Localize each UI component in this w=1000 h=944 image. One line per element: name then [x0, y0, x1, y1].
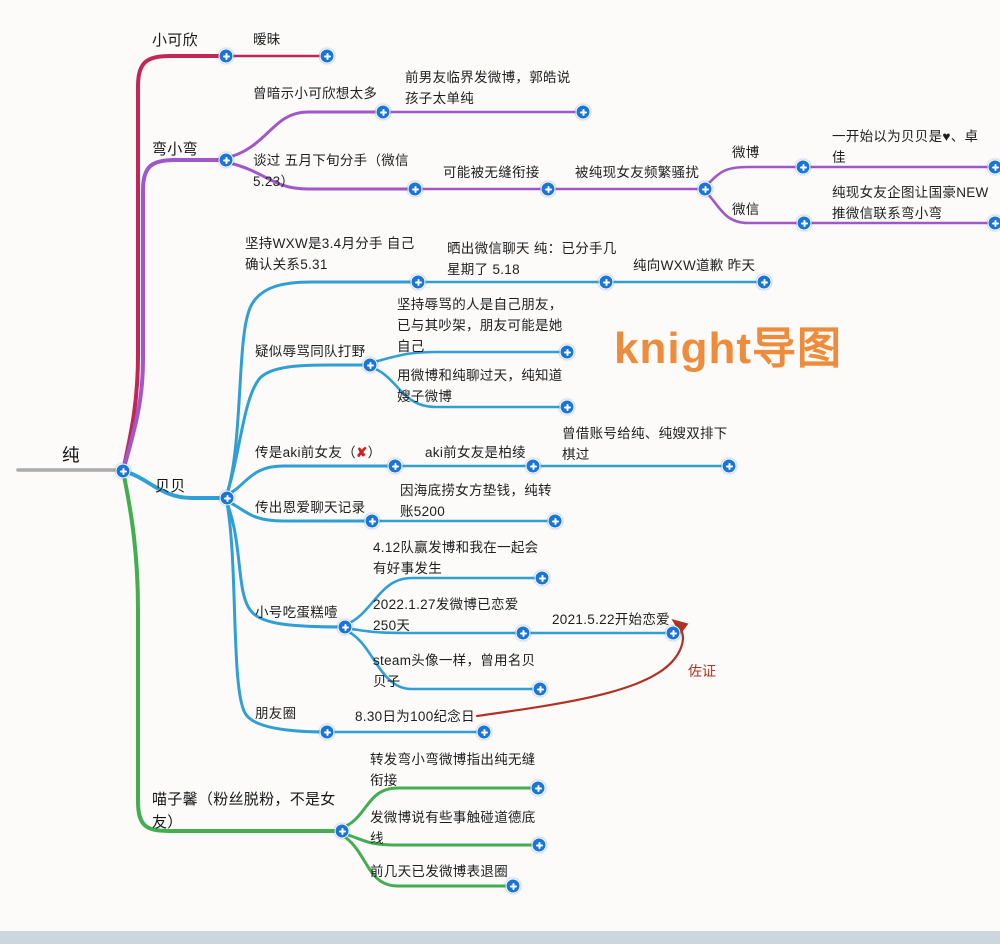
node-label-jinianri[interactable]: 8.30日为100纪念日	[355, 709, 475, 724]
branch-line-aki	[225, 464, 397, 497]
node-expand-icon-miaozixin[interactable]	[334, 823, 350, 839]
node-expand-icon-qiannanyou[interactable]	[575, 104, 591, 120]
node-expand-icon-cengjie[interactable]	[721, 458, 737, 474]
node-label-miaozixin[interactable]: 喵子馨（粉丝脱粉，不是女友）	[152, 791, 336, 832]
node-label-chunxian[interactable]: 纯现女友企图让国豪NEW推微信联系弯小弯	[832, 185, 989, 221]
red-cross-icon: ✘	[355, 445, 368, 460]
node-expand-icon-lianai250[interactable]	[515, 625, 531, 641]
node-label-qiannanyou[interactable]: 前男友临界发微博，郭皓说孩子太单纯	[405, 70, 571, 106]
node-label-lianai250[interactable]: 2022.1.27发微博已恋爱250天	[373, 597, 519, 633]
node-expand-icon-weibo[interactable]	[795, 159, 811, 175]
root-node-label[interactable]: 纯	[62, 445, 80, 465]
node-label-beibei[interactable]: 贝贝	[155, 478, 186, 495]
evidence-annotation: 佐证	[688, 663, 716, 679]
node-label-cenganshi[interactable]: 曾暗示小可欣想太多	[253, 86, 378, 101]
node-label-enai[interactable]: 传出恩爱聊天记录	[255, 500, 366, 515]
node-expand-icon-keneng[interactable]	[540, 181, 556, 197]
node-label-fabu[interactable]: 发微博说有些事触碰道德底线	[370, 810, 536, 846]
branch-line-miaozixin	[121, 469, 344, 833]
node-label-yong-weibo[interactable]: 用微博和纯聊过天，纯知道嫂子微博	[397, 368, 563, 404]
node-expand-icon-kaishi[interactable]	[665, 625, 681, 641]
node-expand-icon-xiaokexin[interactable]	[218, 48, 234, 64]
node-expand-icon-duiying[interactable]	[534, 570, 550, 586]
node-expand-icon-yongweibo[interactable]	[559, 399, 575, 415]
node-label-xiaokexin[interactable]: 小可欣	[152, 32, 198, 49]
node-label-steam[interactable]: steam头像一样，曾用名贝贝子	[373, 653, 536, 689]
node-expand-icon-wanxiaowan[interactable]	[218, 152, 234, 168]
node-label-chuanshi-aki[interactable]: 传是aki前女友（✘）	[255, 443, 381, 464]
node-expand-icon-fabu[interactable]	[531, 837, 547, 853]
node-label-weibo[interactable]: 微博	[732, 145, 760, 160]
node-label-yisi[interactable]: 疑似辱骂同队打野	[255, 344, 366, 359]
node-expand-icon-cenganshi[interactable]	[375, 104, 391, 120]
branch-line-xiaokexin	[121, 54, 228, 473]
node-label-aki-qian[interactable]: aki前女友是柏绫	[425, 445, 526, 460]
node-label-pengyouquan[interactable]: 朋友圈	[255, 706, 297, 721]
node-label-tuiquan[interactable]: 前几天已发微博表退圈	[370, 864, 508, 879]
node-label-shaichu[interactable]: 晒出微信聊天 纯：已分手几星期了 5.18	[447, 241, 617, 277]
node-expand-icon-haidilao[interactable]	[547, 513, 563, 529]
node-label-xiaohao[interactable]: 小号吃蛋糕噎	[255, 605, 338, 620]
node-expand-icon-beibei[interactable]	[219, 490, 235, 506]
node-label-kaishi[interactable]: 2021.5.22开始恋爱	[552, 612, 670, 627]
node-label-aimei[interactable]: 暧昧	[253, 32, 281, 47]
node-expand-icon-daoqian[interactable]	[756, 274, 772, 290]
app-watermark: knight导图	[614, 324, 842, 373]
node-label-cengjie[interactable]: 曾借账号给纯、纯嫂双排下棋过	[562, 426, 728, 462]
node-label-yikaishi[interactable]: 一开始以为贝贝是♥、卓佳	[832, 129, 979, 165]
node-expand-icon-beichun[interactable]	[697, 181, 713, 197]
node-label-daoqian[interactable]: 纯向WXW道歉 昨天	[633, 258, 756, 273]
node-expand-icon-tanguo[interactable]	[407, 181, 423, 197]
node-expand-icon-tuiquan[interactable]	[505, 878, 521, 894]
node-expand-icon-steam[interactable]	[532, 681, 548, 697]
node-expand-icon-aimei[interactable]	[319, 48, 335, 64]
node-expand-icon-ruma[interactable]	[559, 344, 575, 360]
node-expand-icon-yikaishi[interactable]	[987, 159, 1000, 175]
node-expand-icon-shaichu[interactable]	[598, 274, 614, 290]
branch-line-yisi	[225, 363, 372, 496]
node-expand-icon-enai[interactable]	[364, 513, 380, 529]
node-label-tanguo[interactable]: 谈过 五月下旬分手（微信5.23）	[253, 153, 409, 189]
bottom-edge-bar	[0, 931, 1000, 944]
aki-label-text: 传是aki前女友（	[255, 445, 356, 460]
node-expand-icon-zhuanfa[interactable]	[530, 780, 546, 796]
node-label-duiying[interactable]: 4.12队赢发博和我在一起会有好事发生	[373, 540, 539, 576]
node-expand-icon-root[interactable]	[115, 463, 131, 479]
node-expand-icon-pengyouquan[interactable]	[319, 724, 335, 740]
node-label-keneng[interactable]: 可能被无缝衔接	[443, 165, 540, 180]
branch-line-weibo	[703, 165, 805, 189]
node-label-beichun[interactable]: 被纯现女友频繁骚扰	[575, 165, 700, 180]
node-expand-icon-weixin[interactable]	[796, 215, 812, 231]
node-label-haidilao[interactable]: 因海底捞女方垫钱，纯转账5200	[400, 483, 552, 519]
node-label-jianchi-ruma[interactable]: 坚持辱骂的人是自己朋友，已与其吵架，朋友可能是她自己	[397, 297, 563, 354]
node-expand-icon-akiqian[interactable]	[525, 458, 541, 474]
node-expand-icon-wxw[interactable]	[410, 274, 426, 290]
node-expand-icon-jinianri[interactable]	[476, 724, 492, 740]
node-expand-icon-chunxian[interactable]	[987, 215, 1000, 231]
node-label-jianchi-wxw[interactable]: 坚持WXW是3.4月分手 自己确认关系5.31	[245, 236, 415, 272]
node-expand-icon-aki[interactable]	[387, 458, 403, 474]
node-label-wanxiaowan[interactable]: 弯小弯	[152, 141, 198, 158]
node-label-weixin[interactable]: 微信	[732, 202, 760, 217]
node-label-zhuanfa[interactable]: 转发弯小弯微博指出纯无缝衔接	[370, 752, 536, 788]
aki-label-close: ）	[367, 445, 382, 460]
node-expand-icon-yisi[interactable]	[362, 357, 378, 373]
node-expand-icon-xiaohao[interactable]	[337, 619, 353, 635]
branch-line-wanxiaowan	[121, 158, 228, 473]
